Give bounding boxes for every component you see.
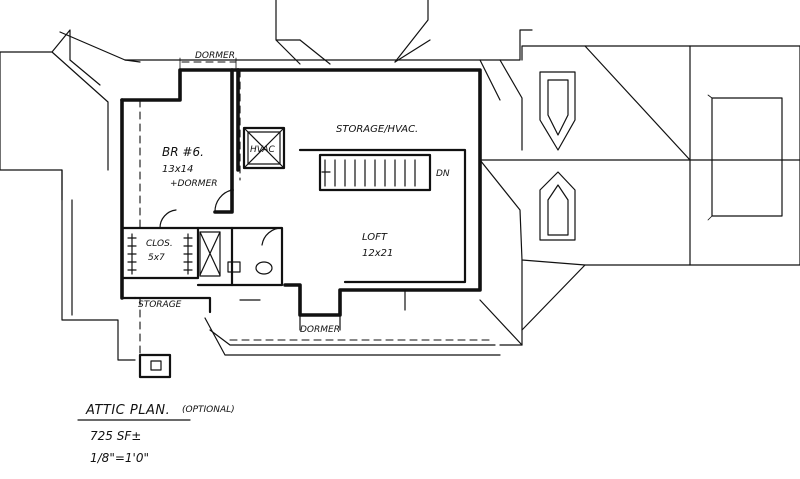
label-loft-size: 12x21 <box>362 248 393 259</box>
title-attic-plan: ATTIC PLAN. <box>85 403 170 418</box>
label-closet-size: 5x7 <box>148 253 165 263</box>
title-area: 725 SF± <box>90 429 141 443</box>
label-stair-down: DN <box>436 169 450 179</box>
exterior-walls <box>120 68 482 317</box>
label-closet-name: CLOS. <box>146 239 173 249</box>
label-dormer-bottom: DORMER <box>300 325 340 335</box>
label-bedroom-6-size: 13x14 <box>162 164 193 175</box>
title-block: ATTIC PLAN. (OPTIONAL) 725 SF± 1/8"=1'0" <box>77 403 235 465</box>
label-bedroom-6-name: BR #6. <box>162 145 204 159</box>
details <box>127 57 432 379</box>
label-storage-hvac: STORAGE/HVAC. <box>336 124 418 135</box>
label-storage: STORAGE <box>138 300 182 310</box>
label-hvac: HVAC <box>250 145 275 155</box>
room-labels: DORMER BR #6. 13x14 +DORMER HVAC STORAGE… <box>138 51 450 335</box>
roof-outline <box>0 0 800 361</box>
label-bedroom-6-extra: +DORMER <box>170 179 218 189</box>
label-dormer-top: DORMER <box>195 51 235 61</box>
title-scale: 1/8"=1'0" <box>90 451 149 465</box>
title-optional-note: (OPTIONAL) <box>182 405 235 415</box>
label-loft-name: LOFT <box>362 232 388 243</box>
